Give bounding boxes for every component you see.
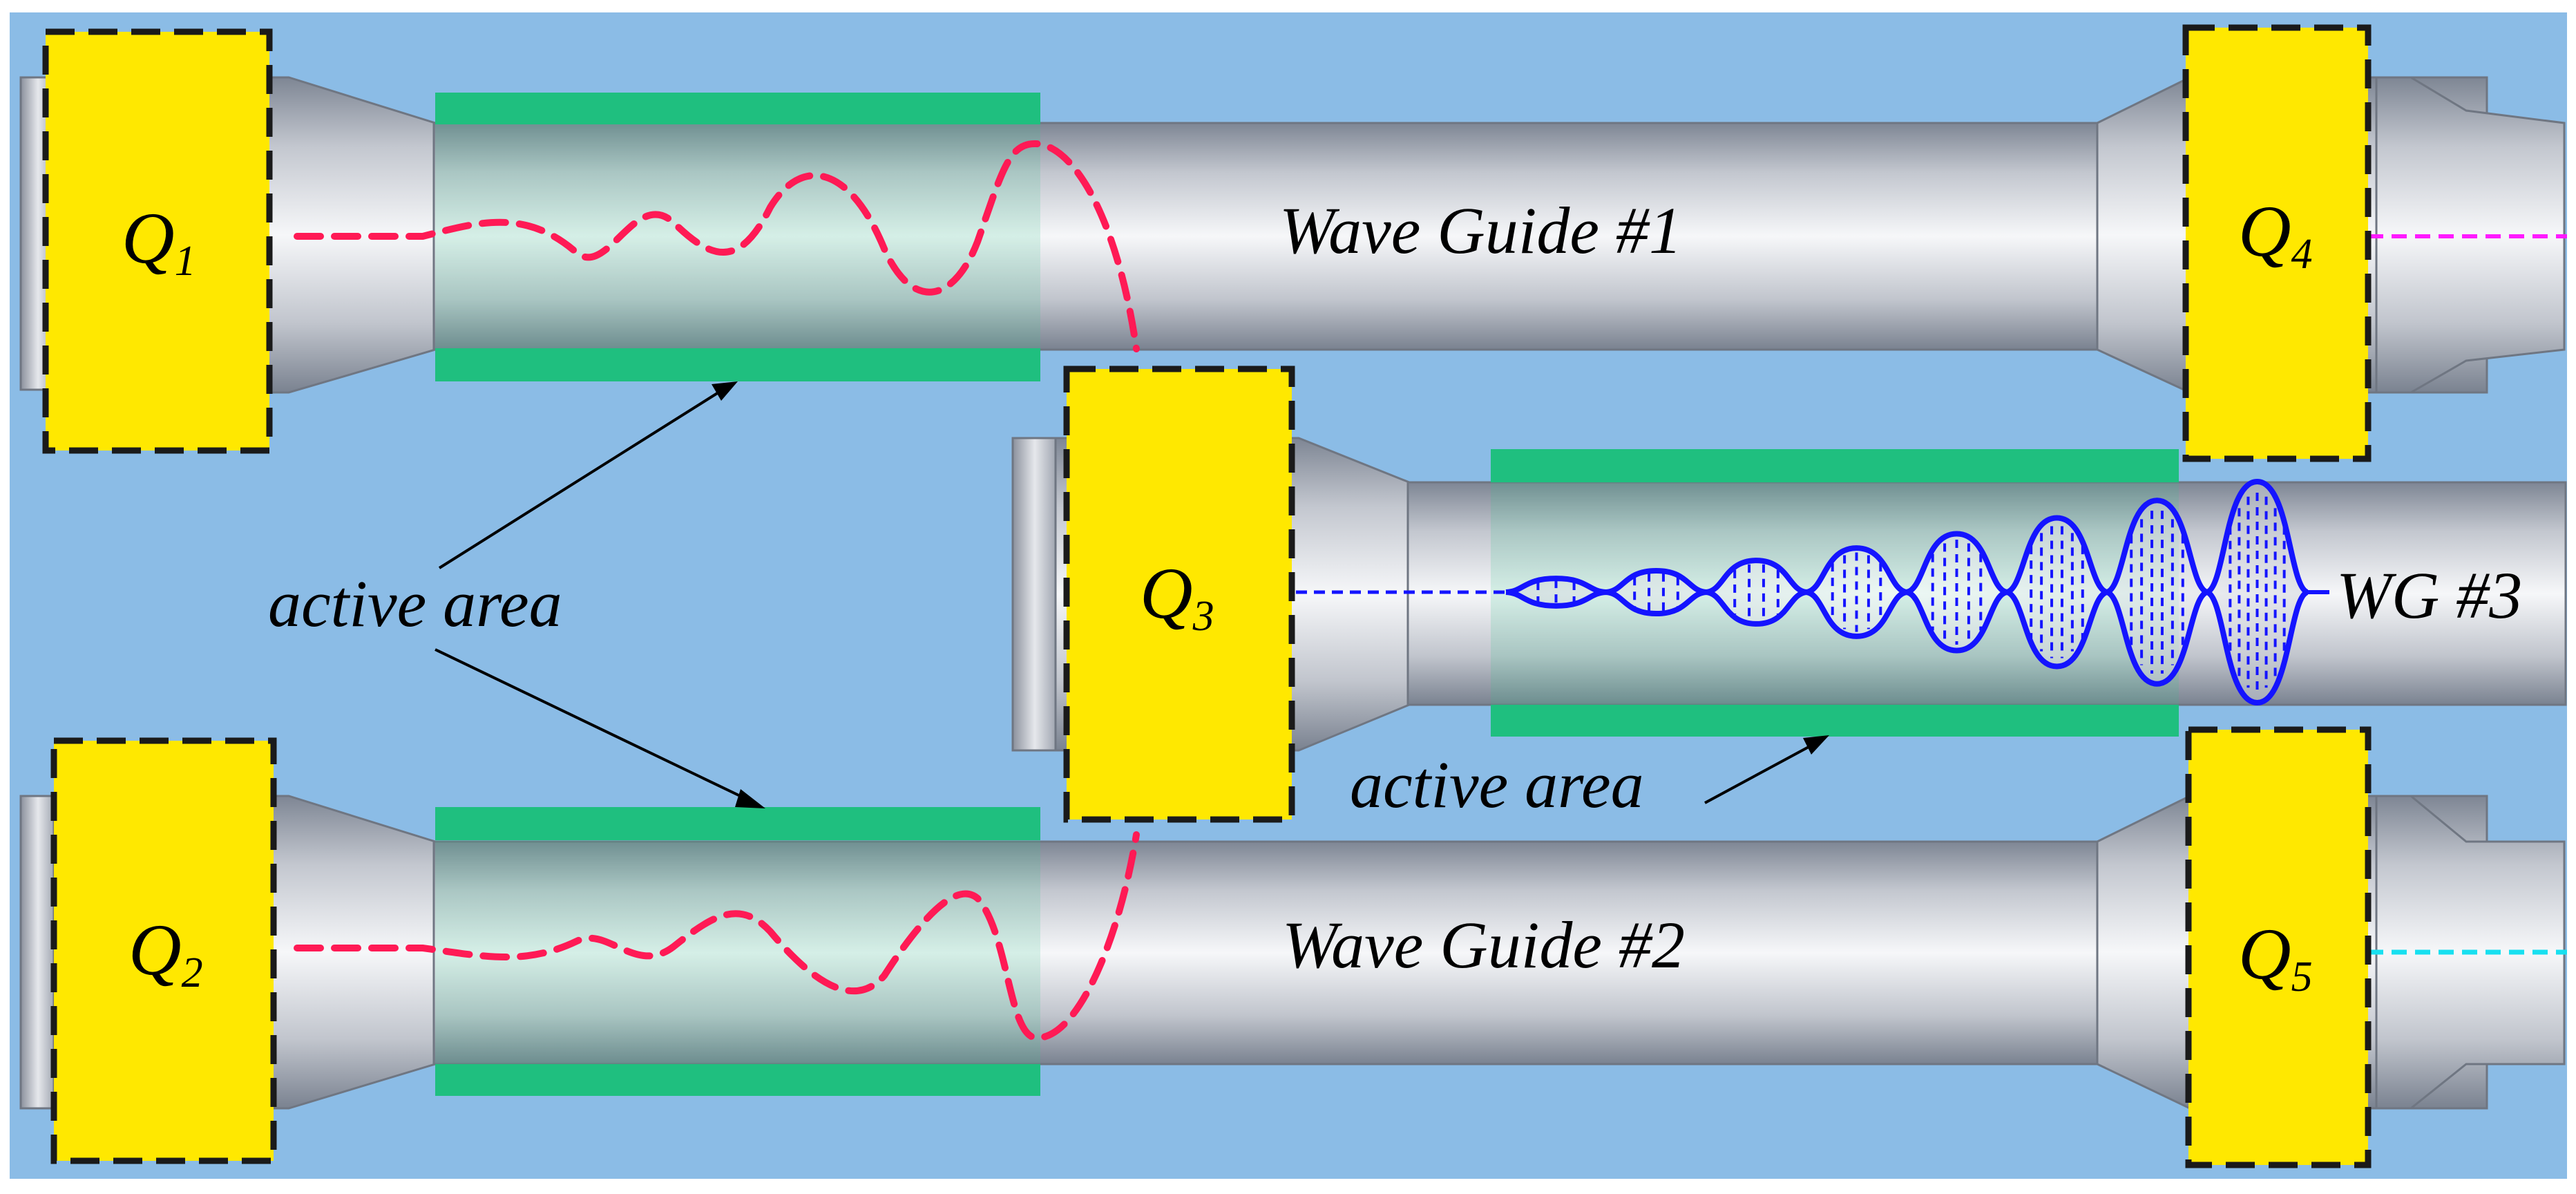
active-strip-top [435,807,1040,840]
active-overlay [435,124,1040,348]
packet-envelope-upper [1505,479,2309,595]
active-area-waveguide-2 [435,807,1040,1096]
wave-packet-waveguide-3 [1505,479,2329,705]
waveguide-1-body [432,122,2100,351]
arrowhead-waveguide-3 [1803,735,1829,755]
active-strip-bottom [435,348,1040,381]
qubit-box [1063,366,1295,823]
qubit-box [2185,726,2372,1168]
wave-signal-waveguide-1 [294,140,1140,352]
qubit-label: Q4 [2238,191,2313,278]
waveguide-2-end-left [19,795,57,1110]
active-area-label-right: active area [1350,748,1644,822]
arrow-line-to-waveguide-2 [435,648,750,802]
qubit-q4: Q4 [2182,24,2372,462]
qubit-label: Q3 [1140,553,1214,640]
qubit-q3: Q3 [1063,366,1295,823]
active-overlay [435,840,1040,1064]
active-strip-top [435,93,1040,124]
arrow-line-to-waveguide-3 [1704,745,1811,804]
qubit-box [42,28,273,454]
waveguide-2-label: Wave Guide #2 [1282,908,1685,982]
qubit-label: Q1 [122,198,196,285]
arrowhead-waveguide-1 [712,381,738,401]
waveguide-3-label: WG #3 [2336,558,2522,632]
qubit-q1: Q1 [42,28,273,454]
qubit-q5: Q5 [2185,726,2372,1168]
qubit-label: Q2 [128,909,203,996]
arrow-line-to-waveguide-1 [438,391,720,569]
waveguide-2 [19,795,2566,1110]
qubit-label: Q5 [2238,913,2313,1001]
active-strip-top [1491,449,2179,482]
annotation-arrows [435,381,1829,808]
waveguide-1-label: Wave Guide #1 [1279,193,1682,267]
packet-envelope-lower [1505,589,2309,705]
waveguide-3-end-left [1011,437,1058,752]
waveguide-2-body [432,840,2100,1065]
qubit-box [50,737,277,1164]
active-area-label-left: active area [268,567,562,641]
wave-signal-waveguide-2 [294,831,1140,1042]
qubit-box [2182,24,2372,462]
arrowhead-waveguide-2 [735,789,765,808]
qubit-q2: Q2 [50,737,277,1164]
active-strip-bottom [435,1064,1040,1096]
active-strip-bottom [1491,705,2179,737]
active-area-waveguide-1 [435,93,1040,381]
